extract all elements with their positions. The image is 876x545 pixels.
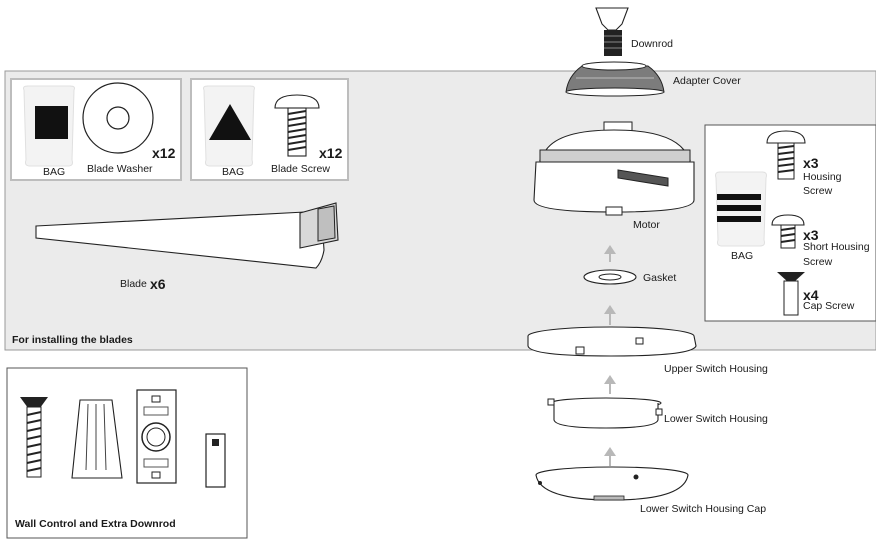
blade-panel-caption: For installing the blades xyxy=(12,334,133,346)
wall-control-switch-icon xyxy=(136,389,177,484)
adapter-cover-label: Adapter Cover xyxy=(673,75,741,87)
bag-black-square-icon xyxy=(35,106,68,139)
blade-screw-qty: x12 xyxy=(319,145,343,161)
gasket-icon xyxy=(583,269,637,285)
blade-label: Blade xyxy=(120,278,147,290)
wall-plate-cover-icon xyxy=(71,399,123,479)
short-housing-screw-qty: x3 xyxy=(803,227,819,243)
lower-switch-housing-icon xyxy=(547,397,663,429)
housing-screw-label-2: Screw xyxy=(803,185,833,197)
adapter-cover-icon xyxy=(565,61,665,97)
housing-screws-bag-box: BAG x3 Housing Screw x3 Short Housing Sc… xyxy=(704,124,876,322)
cap-screw-icon xyxy=(777,272,805,316)
upper-switch-housing-icon xyxy=(527,326,697,357)
short-housing-screw-label-1: Short Housing xyxy=(803,241,870,253)
downrod-icon xyxy=(595,7,629,56)
housing-screw-icon xyxy=(766,130,806,180)
cap-screw-qty: x4 xyxy=(803,287,819,303)
wall-control-caption: Wall Control and Extra Downrod xyxy=(15,518,176,530)
blade-washer-label: Blade Washer xyxy=(87,163,153,175)
lower-switch-housing-cap-label: Lower Switch Housing Cap xyxy=(640,503,766,515)
bag3-label: BAG xyxy=(731,250,753,262)
wall-control-box: Wall Control and Extra Downrod xyxy=(6,367,248,539)
bag1-label: BAG xyxy=(43,166,65,178)
bag2-label: BAG xyxy=(222,166,244,178)
bag-black-triangle-icon xyxy=(209,104,251,140)
lower-switch-housing-cap-icon xyxy=(535,466,689,501)
blade-screw-bag-box: BAG Blade Screw x12 xyxy=(190,78,349,181)
remote-receiver-icon xyxy=(205,433,226,488)
blade-screw-label: Blade Screw xyxy=(271,163,330,175)
motor-icon xyxy=(533,121,695,216)
short-housing-screw-icon xyxy=(771,214,805,249)
cap-screw-label: Cap Screw xyxy=(803,300,855,312)
motor-label: Motor xyxy=(633,219,660,231)
bag-stripes-icon xyxy=(717,194,761,200)
downrod-label: Downrod xyxy=(631,38,673,50)
short-housing-screw-label-2: Screw xyxy=(803,256,833,268)
lower-switch-housing-label: Lower Switch Housing xyxy=(664,413,768,425)
blade-icon xyxy=(35,202,339,269)
blade-qty: x6 xyxy=(150,276,166,292)
gasket-label: Gasket xyxy=(643,272,676,284)
blade-washer-bag-box: BAG Blade Washer x12 xyxy=(10,78,182,181)
blade-washer-qty: x12 xyxy=(152,145,176,161)
extra-downrod-screw-icon xyxy=(20,397,48,478)
blade-screw-icon xyxy=(274,94,320,157)
housing-screw-label-1: Housing xyxy=(803,171,842,183)
housing-screw-qty: x3 xyxy=(803,155,819,171)
assembly-arrows xyxy=(604,245,616,466)
upper-switch-housing-label: Upper Switch Housing xyxy=(664,363,768,375)
